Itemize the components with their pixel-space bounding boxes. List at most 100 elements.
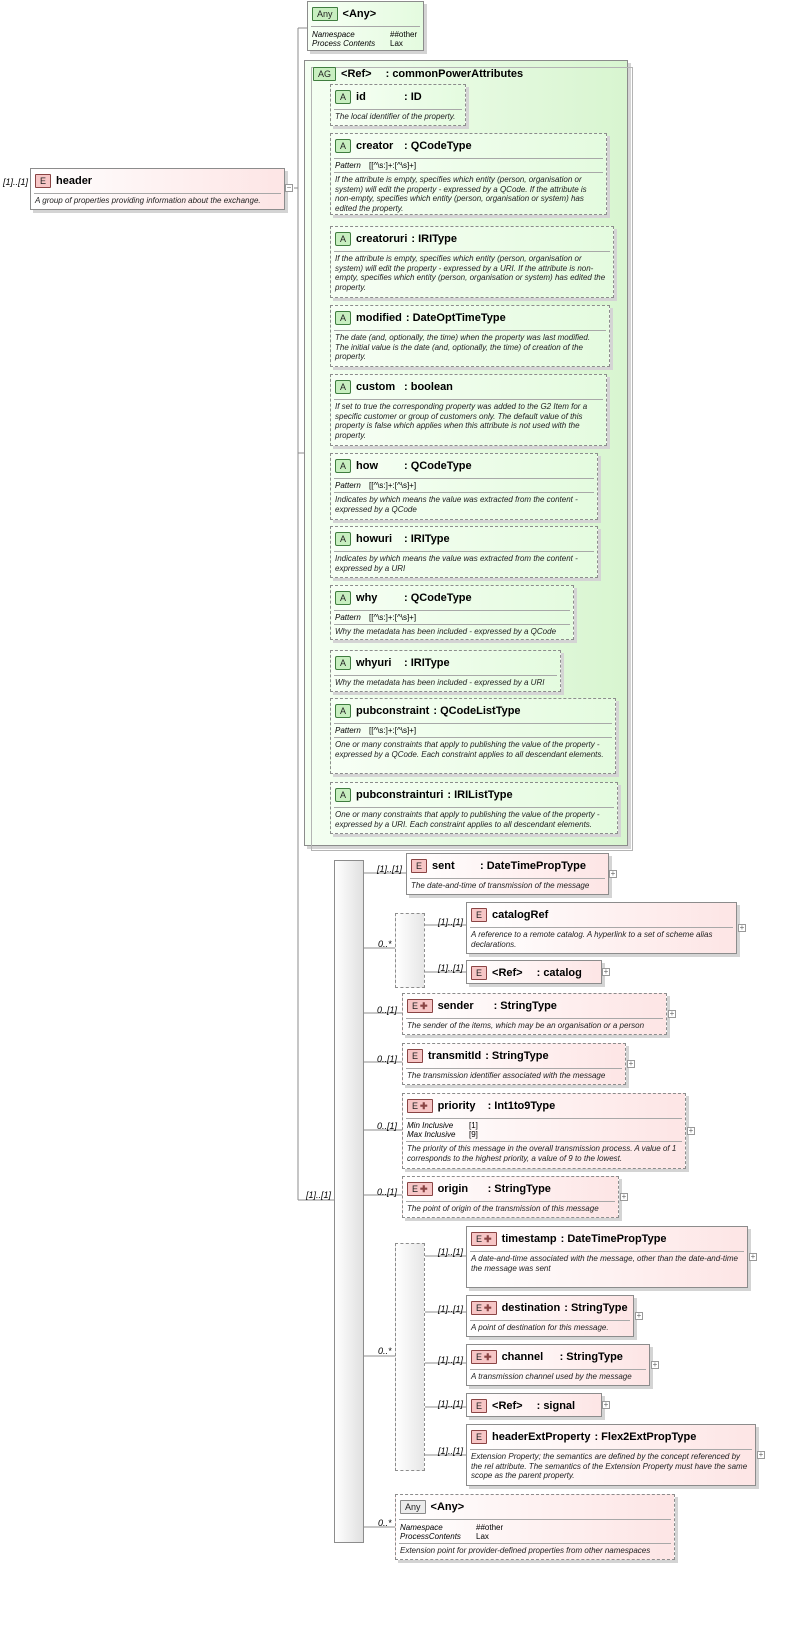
element-icon: E [35, 174, 52, 189]
attribute-icon: A [335, 139, 352, 154]
cardinality-label: 0..[1] [377, 1005, 398, 1015]
element-timestamp[interactable]: E✚timestamp: DateTimePropType A date-and… [466, 1226, 748, 1288]
expand-toggle[interactable]: + [635, 1311, 643, 1320]
element-catalog-ref[interactable]: E<Ref>: catalog [466, 960, 602, 984]
attribute-doc: Why the metadata has been included - exp… [335, 627, 557, 636]
element-icon: E✚ [471, 1232, 497, 1247]
collapse-toggle[interactable]: − [285, 183, 293, 192]
element-doc: The transmission identifier associated w… [407, 1071, 606, 1080]
element-channel[interactable]: E✚channel: StringType A transmission cha… [466, 1344, 650, 1386]
attribute-doc: Indicates by which means the value was e… [335, 495, 578, 514]
element-destination[interactable]: E✚destination: StringType A point of des… [466, 1295, 634, 1337]
attribute-doc: One or many constraints that apply to pu… [335, 810, 600, 829]
element-ref-label: <Ref> [492, 1400, 523, 1413]
element-icon: E [471, 966, 488, 981]
attribute-type: : QCodeType [404, 460, 472, 473]
ag-ref-label: <Ref> [341, 68, 372, 81]
attribute-type: : QCodeType [404, 592, 472, 605]
divider [34, 193, 281, 194]
expand-toggle[interactable]: + [602, 1400, 610, 1409]
facet-value: Lax [476, 1532, 489, 1541]
expand-toggle[interactable]: + [738, 923, 746, 932]
cardinality-label: [1]..[1] [438, 1247, 464, 1257]
element-doc: Extension Property; the semantics are de… [471, 1452, 748, 1480]
attribute-doc: The local identifier of the property. [335, 112, 456, 121]
expand-toggle[interactable]: + [757, 1450, 765, 1459]
attribute-icon: A [335, 311, 352, 326]
attribute-name: id [356, 91, 366, 104]
attribute-icon: A [335, 591, 352, 606]
element-name: catalogRef [492, 909, 549, 922]
cardinality-label: [1]..[1] [438, 1355, 464, 1365]
facet-key: ProcessContents [400, 1532, 461, 1541]
top-any-wildcard[interactable]: Any<Any> Namespace ##other Process Conte… [307, 1, 424, 51]
attribute-doc: The date (and, optionally, the time) whe… [335, 333, 591, 361]
attribute-icon: A [335, 459, 352, 474]
element-doc: The date-and-time of transmission of the… [411, 881, 590, 890]
element-origin[interactable]: E✚origin: StringType The point of origin… [402, 1176, 619, 1218]
attribute-type: : IRIListType [447, 789, 513, 802]
bottom-any-wildcard[interactable]: Any<Any> Namespace ##other ProcessConten… [395, 1494, 675, 1560]
expand-toggle[interactable]: + [627, 1059, 635, 1068]
attribute-type: : IRIType [404, 657, 450, 670]
expand-toggle[interactable]: + [602, 967, 610, 976]
element-icon: E✚ [407, 1182, 433, 1197]
expand-toggle[interactable]: + [620, 1192, 628, 1201]
attribute-group-icon: AG [313, 67, 337, 82]
choice-compositor-catalog[interactable] [395, 913, 425, 988]
facet-value: [1] [469, 1121, 478, 1130]
element-name: headerExtProperty [492, 1431, 591, 1444]
choice-compositor-extensions[interactable] [395, 1243, 425, 1471]
expand-toggle[interactable]: + [749, 1252, 757, 1261]
expand-toggle[interactable]: + [687, 1126, 695, 1135]
header-doc: A group of properties providing informat… [35, 196, 261, 205]
element-sender[interactable]: E✚sender: StringType The sender of the i… [402, 993, 667, 1035]
element-icon: E [471, 908, 488, 923]
attribute-type: : QCodeListType [433, 705, 521, 718]
attribute-doc: One or many constraints that apply to pu… [335, 740, 604, 759]
attribute-type: : ID [404, 91, 422, 104]
header-name: header [56, 175, 93, 188]
attribute-doc: If the attribute is empty, specifies whi… [335, 254, 606, 292]
element-name: sent [432, 860, 455, 873]
element-ref-label: <Ref> [492, 967, 523, 980]
attribute-name: pubconstraint [356, 705, 430, 718]
expand-toggle[interactable]: + [668, 1009, 676, 1018]
sequence-compositor[interactable] [334, 860, 364, 1543]
top-any-name: <Any> [342, 8, 377, 21]
expand-toggle[interactable]: + [609, 869, 617, 878]
choice-cardinality: 0..* [378, 939, 392, 949]
cardinality-label: [1]..[1] [377, 864, 403, 874]
attribute-type: : boolean [404, 381, 453, 394]
cardinality-label: 0..[1] [377, 1054, 398, 1064]
element-priority[interactable]: E✚priority: Int1to9Type Min Inclusive [1… [402, 1093, 686, 1169]
element-signal-ref[interactable]: E<Ref>: signal [466, 1393, 602, 1417]
attribute-type: : QCodeType [404, 140, 472, 153]
attribute-doc: If the attribute is empty, specifies whi… [335, 175, 587, 213]
element-icon: E [407, 1049, 424, 1064]
expand-toggle[interactable]: + [651, 1360, 659, 1369]
cardinality-label: 0..* [378, 1518, 392, 1528]
facet-key: Pattern [335, 481, 361, 490]
attribute-icon: A [335, 656, 352, 671]
element-icon: E✚ [471, 1301, 497, 1316]
header-cardinality: [1]..[1] [3, 177, 29, 187]
element-doc: A date-and-time associated with the mess… [471, 1254, 738, 1273]
element-doc: A point of destination for this message. [471, 1323, 609, 1332]
